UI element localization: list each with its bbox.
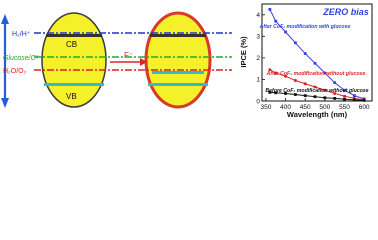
series-3-point [343, 97, 346, 101]
series-3-point [323, 96, 327, 100]
vb-band-right [148, 83, 208, 86]
ipce-chart: 350 400 450 500 550 600 0 1 2 3 4 ZERO bias IPCE (… [239, 3, 373, 119]
series-3-point [293, 93, 297, 96]
cb-label: CB [66, 40, 77, 49]
series-3-point [333, 97, 337, 100]
series-2-point [333, 91, 337, 95]
series-layer [268, 7, 366, 102]
sphere-after [144, 11, 212, 109]
x-tick-label: 450 [300, 104, 311, 111]
x-tick-label: 550 [339, 104, 350, 111]
y-tick-label: 2 [256, 55, 260, 62]
series-3-point [284, 92, 287, 95]
series-1-point [303, 52, 307, 55]
energy-axis-arrowhead-bottom [1, 98, 9, 108]
fluoride-label: F⁻ [124, 51, 133, 60]
y-axis-label: IPCE (%) [239, 36, 248, 68]
series-2-point [303, 82, 307, 86]
glucose-label: Glucose/C⁸⁺ [3, 55, 44, 62]
series-2-point [274, 71, 278, 75]
series-1-point [313, 61, 317, 65]
series-1-point [274, 19, 278, 23]
series-2-point [313, 85, 317, 89]
y-tick-label: 0 [256, 98, 260, 105]
series-1-point [323, 71, 327, 75]
series-3-point [352, 98, 356, 102]
series-3-point [274, 91, 278, 95]
y-tick-label: 1 [256, 77, 260, 84]
x-axis-label: Wavelength (nm) [287, 110, 348, 119]
vb-label: VB [66, 92, 77, 101]
h2-label: H₂/H⁺ [12, 31, 31, 38]
series-3-point [303, 94, 307, 98]
plot-frame [261, 3, 373, 102]
series-1-point [293, 41, 297, 45]
legend-series-2: After CoF₂ modification without glucose [266, 71, 366, 77]
tick-layer: 350 400 450 500 550 600 0 1 2 3 4 [256, 12, 370, 111]
legend-series-3: Before CoF₂ modification without glucose [265, 88, 368, 94]
series-1-point [284, 30, 287, 34]
vb-band-left [44, 83, 104, 86]
series-1-point [343, 88, 346, 92]
energy-axis-arrowhead-top [1, 14, 9, 24]
series-2-point [293, 79, 297, 83]
series-1-point [333, 81, 337, 85]
series-3-point [362, 98, 366, 102]
series-1-point [268, 7, 272, 11]
x-tick-label: 600 [359, 104, 370, 111]
series-1-point [352, 94, 356, 98]
cb-band-left [46, 34, 102, 37]
y-tick-label: 3 [256, 34, 260, 41]
series-2-point [268, 68, 272, 72]
band-diagram: H₂/H⁺ Glucose/C⁸⁺ H₂O/O₂ CB VB F⁻ [1, 11, 232, 109]
series-2-point [323, 88, 327, 92]
x-tick-label: 500 [319, 104, 330, 111]
chart-title: ZERO bias [322, 7, 369, 17]
h2o-label: H₂O/O₂ [3, 68, 27, 75]
x-tick-label: 350 [260, 104, 271, 111]
y-tick-label: 4 [256, 12, 260, 19]
series-2-point [343, 94, 346, 98]
series-3-point [268, 90, 272, 94]
series-3-point [313, 95, 317, 99]
series-2-point [284, 74, 288, 78]
legend-series-1: After CoF₂ modification with glucose [259, 24, 351, 30]
cb-band-right [150, 34, 206, 37]
x-tick-label: 400 [280, 104, 291, 111]
fluoride-arrowhead [140, 58, 147, 66]
surface-state-band-right [152, 71, 204, 74]
